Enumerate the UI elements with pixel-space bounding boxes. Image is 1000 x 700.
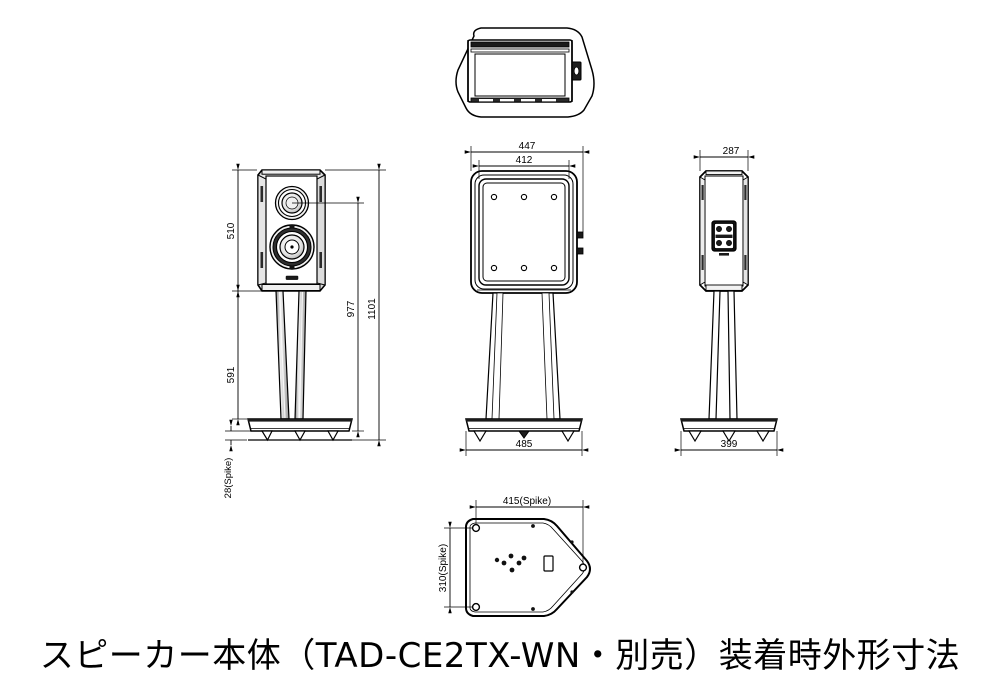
- side-view-spike: [260, 430, 273, 442]
- side-view-woofer-tab: [289, 225, 295, 229]
- rear-view-top-trim: [705, 170, 743, 176]
- front-view-top-plate: [482, 182, 566, 282]
- top-view: [455, 27, 595, 118]
- side-view-vent-strip: [260, 252, 264, 268]
- rear-view-vent-strip: [744, 185, 747, 200]
- bottom-fastener: [570, 590, 574, 594]
- bottom-hole: [521, 555, 527, 561]
- rear-view: 287 399: [674, 146, 784, 456]
- binding-post: [716, 240, 722, 246]
- rear-view-left-chamfer: [699, 176, 706, 286]
- top-view-vent-slot: [500, 99, 514, 102]
- bottom-cable-cutout: [543, 555, 554, 572]
- side-view-spike: [326, 430, 340, 442]
- top-view-top-panel: [474, 53, 566, 97]
- side-view-spike-group: [260, 430, 340, 442]
- top-view-front-baffle: [470, 41, 570, 48]
- dim-label-510: 510: [226, 222, 237, 239]
- side-view-vent-strip: [260, 186, 264, 202]
- front-view-mounting-hole: [550, 264, 558, 272]
- bottom-plan-view: 415(Spike) 310(Spike): [438, 496, 591, 617]
- side-view-column-highlight: [278, 291, 286, 419]
- rear-view-vent-strip: [701, 255, 704, 270]
- front-view-mounting-hole: [520, 193, 528, 201]
- top-view-vent-slot: [479, 99, 493, 102]
- bottom-fastener: [570, 540, 574, 544]
- bottom-hole: [508, 553, 514, 559]
- bottom-fastener: [531, 607, 535, 611]
- side-view: 510 591 28(Spike) 977 1101: [223, 163, 386, 499]
- side-view-bottom-trim: [261, 284, 321, 291]
- front-view-mounting-hole: [490, 264, 498, 272]
- dim-label-310-spike: 310(Spike): [438, 544, 449, 592]
- binding-post: [716, 226, 722, 232]
- bottom-fastener: [531, 524, 535, 528]
- rear-view-spike: [721, 430, 737, 443]
- front-view-mounting-hole: [490, 193, 498, 201]
- bottom-hole: [516, 560, 522, 566]
- front-view-spike: [560, 430, 576, 443]
- dim-label-447: 447: [519, 141, 536, 152]
- binding-post: [726, 226, 732, 232]
- dim-label-399: 399: [721, 439, 738, 450]
- side-view-base-top-edge: [248, 419, 352, 422]
- rear-view-base-top-edge: [681, 419, 777, 422]
- dim-label-591: 591: [226, 366, 237, 383]
- top-view-vent-slot: [521, 99, 535, 102]
- terminal-label-strip: [719, 253, 729, 256]
- bottom-hole: [494, 557, 500, 563]
- dim-label-28-spike: 28(Spike): [223, 458, 234, 499]
- drawing-caption: スピーカー本体（TAD-CE2TX-WN・別売）装着時外形寸法: [39, 636, 961, 676]
- rear-view-spike: [687, 430, 703, 443]
- rear-view-spike: [755, 430, 771, 443]
- side-view-vent-strip: [319, 186, 322, 202]
- rear-view-terminal-panel: [711, 220, 737, 256]
- bottom-spike-mount: [578, 563, 588, 572]
- front-view-base-top-edge: [466, 419, 582, 422]
- front-view-mounting-hole: [550, 193, 558, 201]
- side-view-spike: [293, 430, 307, 442]
- rear-view-vent-strip: [744, 255, 747, 270]
- rear-view-column-right: [727, 290, 738, 420]
- side-view-top-trim: [261, 169, 321, 175]
- top-view-vent-slot: [542, 99, 556, 102]
- side-view-woofer-center-dot: [290, 245, 294, 249]
- front-view-mounting-hole: [520, 264, 528, 272]
- side-view-column-highlight: [298, 291, 304, 419]
- rear-view-column-left: [708, 290, 721, 420]
- dim-label-1101: 1101: [367, 298, 378, 320]
- bottom-center-hole-cluster: [494, 553, 527, 573]
- bottom-hole: [509, 567, 515, 573]
- terminal-jumper-bar: [715, 234, 733, 238]
- side-view-brand-badge: [285, 275, 299, 280]
- top-view-rear-band: [470, 97, 570, 103]
- front-view-spike-center: [518, 430, 530, 439]
- front-view-spike: [472, 430, 488, 443]
- dim-label-412: 412: [516, 155, 533, 166]
- binding-post: [726, 240, 732, 246]
- top-view-terminal-post: [573, 66, 580, 76]
- front-view-mounting-holes: [490, 193, 558, 272]
- front-view-terminal-stub: [576, 231, 584, 239]
- rear-view-bottom-trim: [705, 284, 743, 291]
- dim-label-287: 287: [723, 146, 740, 157]
- rear-view-vent-strip: [701, 185, 704, 200]
- front-view-terminal-stub: [576, 247, 584, 255]
- dim-label-415-spike: 415(Spike): [503, 496, 551, 507]
- bottom-spike-mount: [471, 523, 481, 533]
- side-view-vent-strip: [319, 252, 322, 268]
- bottom-spike-mount: [471, 602, 481, 612]
- top-view-baffle-trim: [470, 48, 570, 53]
- bottom-hole: [501, 560, 507, 566]
- front-view: 447 412 485: [459, 141, 590, 456]
- dim-label-485: 485: [516, 439, 533, 450]
- rear-view-right-chamfer: [742, 176, 749, 286]
- side-view-woofer-tab: [289, 265, 295, 269]
- dim-label-977: 977: [346, 300, 357, 317]
